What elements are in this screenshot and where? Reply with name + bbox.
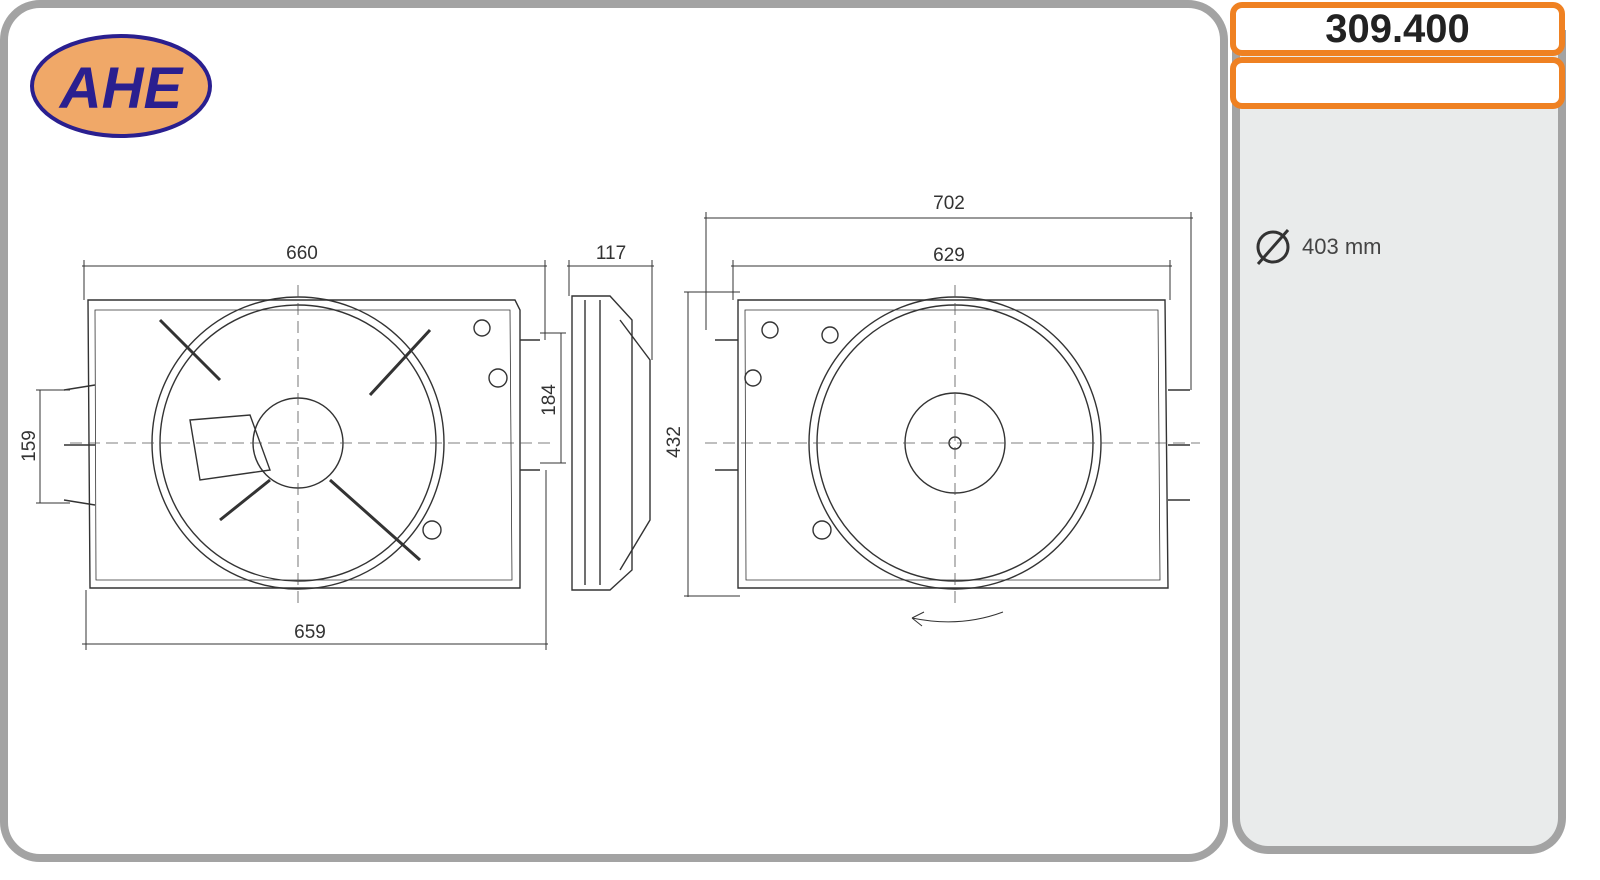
fan-diameter-spec: 403 mm — [1254, 228, 1381, 266]
part-number: 309.400 — [1325, 6, 1470, 51]
dim-front-width-top: 660 — [286, 243, 318, 264]
dim-rear-width-outer: 702 — [933, 193, 965, 214]
rear-view — [715, 296, 1190, 627]
subtitle-box — [1230, 57, 1565, 109]
dimension-lines — [36, 212, 1193, 650]
fan-diameter-value: 403 mm — [1302, 234, 1382, 259]
dim-side-depth: 117 — [596, 243, 626, 264]
svg-text:AHE: AHE — [58, 56, 185, 121]
dim-rear-width-inner: 629 — [933, 245, 965, 266]
dim-front-width-bottom: 659 — [294, 622, 326, 643]
centerlines — [70, 285, 1200, 605]
dim-side-height: 432 — [664, 426, 685, 458]
info-panel — [1232, 30, 1566, 854]
drawing-panel — [0, 0, 1228, 862]
side-view — [571, 295, 651, 591]
dim-front-left-height: 159 — [19, 430, 40, 462]
diameter-icon — [1256, 229, 1290, 265]
part-number-box: 309.400 — [1230, 2, 1565, 56]
technical-drawing: AHE 660 659 159 184 11 — [19, 34, 1200, 650]
dim-front-right-height: 184 — [539, 384, 560, 416]
ahe-logo: AHE — [30, 34, 212, 138]
